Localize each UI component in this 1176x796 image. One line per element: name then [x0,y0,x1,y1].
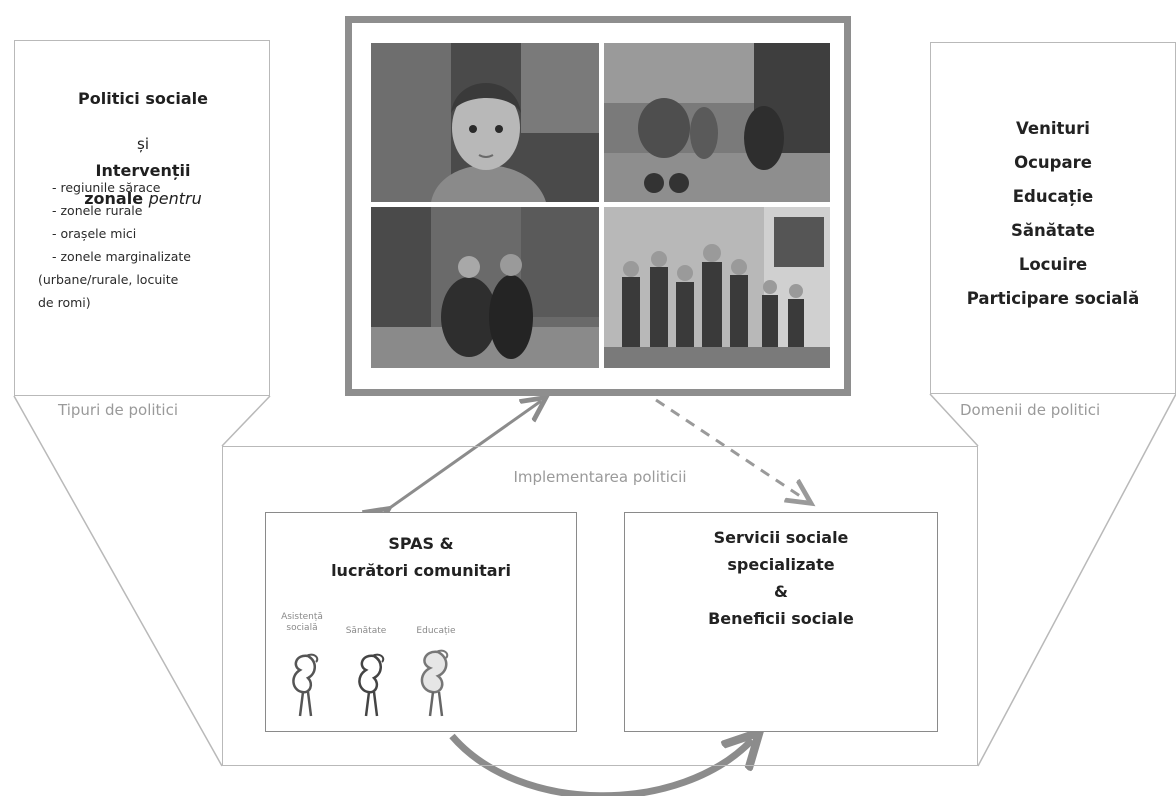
list-item: - orașele mici [52,226,137,241]
domain-item: Venituri [1016,119,1090,138]
left-funnel-line-inner [221,395,271,447]
spas-title: SPAS & lucrători comunitari [265,530,577,584]
domain-item: Educație [1012,187,1094,206]
spas-box [265,512,577,732]
child-portrait-photo-icon [371,43,599,202]
services-title-line1: Servicii sociale [713,528,849,547]
group-photo-icon [604,207,830,368]
policy-types-panel: Politici sociale și Intervenții zonale p… [14,40,270,396]
spas-title-line1: SPAS & [388,534,454,553]
list-item: - regiunile sărace [52,180,161,195]
services-title: Servicii sociale specializate & Benefici… [624,524,938,632]
list-item: de romi) [38,295,91,310]
list-item: - zonele rurale [52,203,143,218]
policy-title-line1: Politici sociale [78,89,208,108]
worker-figure-icon [358,653,385,717]
domain-item: Participare socială [966,289,1140,308]
services-box [624,512,938,732]
doorway-photo-icon [371,207,599,368]
worker-figure-icon [292,653,319,717]
worker-label-education: Educație [416,626,456,636]
domain-item: Sănătate [1011,221,1095,240]
photo-child-portrait [371,43,599,202]
list-item: - zonele marginalizate [52,249,191,264]
domains-list: Venituri Ocupare Educație Sănătate Locui… [930,112,1176,316]
policy-title-line4: zonale pentru [15,189,271,208]
list-item: (urbane/rurale, locuite [38,272,179,287]
dashed-arrow [655,398,806,500]
photo-two-people-doorway [371,207,599,368]
two-way-arrow [384,401,541,512]
implementation-title: Implementarea politicii [513,468,687,486]
domain-item: Ocupare [1014,153,1092,172]
worker-figure-icon [420,649,449,717]
right-funnel-line-outer [977,393,1176,767]
right-funnel-line-inner [929,393,979,447]
policy-title-line3: Intervenții [95,161,191,180]
policy-title-zonale: zonale [84,189,144,208]
photo-group-of-children [604,207,830,368]
policy-title-pentru: pentru [148,189,202,208]
worker-label-health: Sănătate [345,626,387,636]
spas-title-line2: lucrători comunitari [331,561,511,580]
photo-street-scene [604,43,830,202]
implementation-panel [222,446,978,766]
street-scene-photo-icon [604,43,830,202]
services-title-line4: Beneficii sociale [708,609,854,628]
policy-domains-panel [930,42,1176,394]
policy-target-list: - regiunile sărace - zonele rurale - ora… [38,176,277,314]
policy-title-line2: și [137,135,149,153]
left-funnel-line-outer [13,395,223,767]
policy-types-caption: Tipuri de politici [58,401,179,419]
services-title-line2: specializate [727,555,835,574]
domain-item: Locuire [1018,255,1088,274]
worker-label-social: Asistență socială [281,612,323,633]
services-title-line3: & [774,582,788,601]
policy-domains-caption: Domenii de politici [960,401,1101,419]
